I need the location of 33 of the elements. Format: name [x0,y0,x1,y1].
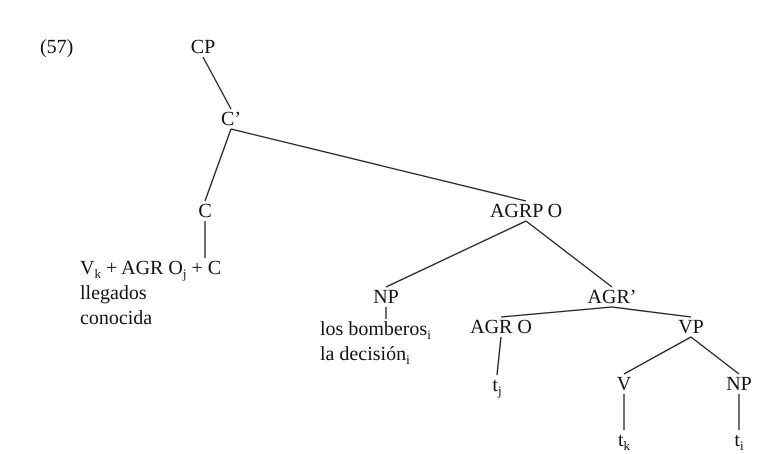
tree-label: AGRP O [490,199,562,223]
tree-branch [230,128,526,202]
tree-branch [690,336,740,375]
tree-label: t$_{j}$ [492,373,502,397]
example-number: (57) [40,35,74,59]
tree-branch [385,307,387,319]
leaf-text: V$_{k}$ + AGR O$_{j}$ + C [80,256,222,281]
leaf-text: llegados [80,281,148,306]
tree-label: C [198,199,212,223]
tree-branch [500,306,612,318]
tree-branch [612,306,692,318]
tree-label: t$_{k}$ [618,428,630,452]
tree-label: CP [190,35,216,59]
leaf-text: conocida [80,306,154,331]
tree-branch [496,336,502,376]
tree-label: NP [726,372,752,396]
tree-branch [386,220,526,288]
leaf-text: la decisión$_{i}$ [320,342,411,367]
tree-label: C’ [221,107,241,131]
tree-label: AGR’ [588,285,636,309]
tree-branch [204,221,206,258]
tree-branch [624,336,692,375]
tree-label: t$_{i}$ [734,428,744,452]
tree-branch [204,128,232,202]
tree-label: NP [373,285,399,309]
tree-label: AGR O [470,315,532,339]
tree-branch [202,56,232,110]
leaf-text: los bomberos$_{i}$ [320,317,431,342]
tree-branch [738,394,740,430]
tree-label: V [616,372,632,396]
tree-label: VP [678,315,704,339]
tree-branch [526,220,612,288]
tree-branch [623,394,625,430]
